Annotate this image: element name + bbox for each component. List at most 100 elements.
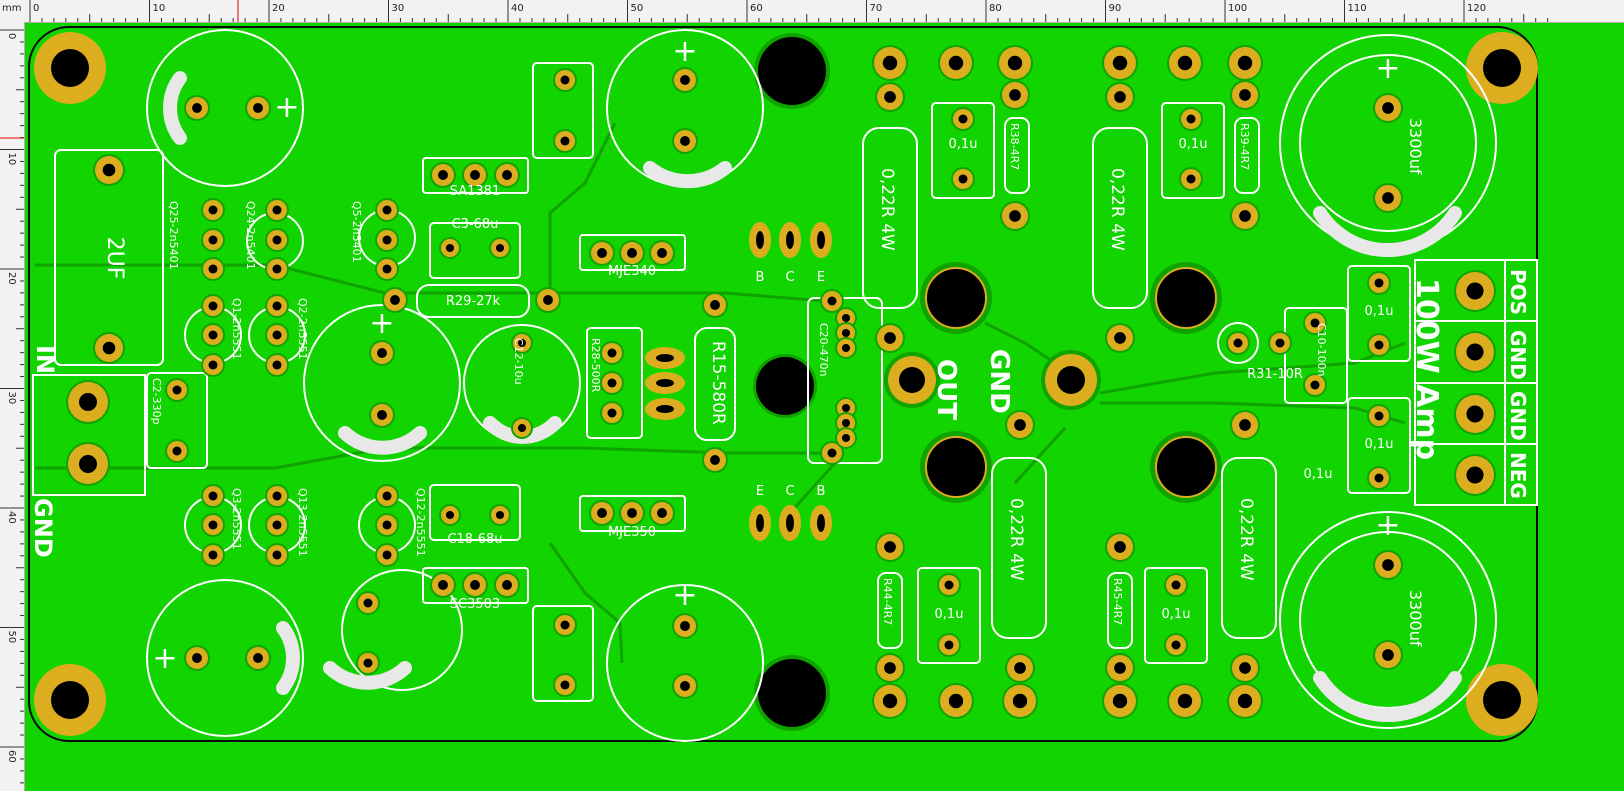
- pad-drill: [1237, 55, 1253, 71]
- plus-mark: +: [672, 34, 697, 69]
- pad-drill: [560, 620, 570, 630]
- ruler-tick-label: 80: [989, 3, 1002, 14]
- pad-drill: [1466, 282, 1484, 300]
- ruler-tick-label: 60: [6, 750, 17, 763]
- pad-drill: [79, 393, 97, 411]
- pad-drill: [172, 385, 182, 395]
- pad-drill: [438, 580, 448, 590]
- pad-drill: [1239, 419, 1251, 431]
- pad-drill: [1466, 466, 1484, 484]
- pad-drill: [377, 410, 387, 420]
- pad-drill: [470, 580, 480, 590]
- label-c10: C10-100n: [1315, 323, 1328, 377]
- polarity-plus-marks: + + + + + + +: [152, 34, 1400, 676]
- pad-drill: [1009, 210, 1021, 222]
- ruler-tick-label: 60: [750, 3, 763, 14]
- pad-drill: [1239, 662, 1251, 674]
- label-q3: Q3-2n5551: [230, 488, 243, 550]
- label-cap01-1: 0,1u: [949, 137, 978, 152]
- ruler-tick-label: 10: [153, 3, 166, 14]
- label-cap01-4: 0,1u: [1162, 607, 1191, 622]
- pad-drill: [272, 301, 282, 311]
- label-res-022-3: 0,22R 4W: [1006, 498, 1026, 581]
- pad-drill: [680, 75, 690, 85]
- pad-drill: [1374, 473, 1384, 483]
- pad-drill: [884, 91, 896, 103]
- pad-drill: [208, 205, 218, 215]
- label-q24: Q24-2n5401: [244, 201, 257, 270]
- label-pos: POS: [1506, 269, 1530, 315]
- pad-drill: [680, 681, 690, 691]
- pad-drill: [363, 658, 373, 668]
- pad-drill: [756, 514, 764, 532]
- pad-drill: [627, 508, 637, 518]
- pad-drill: [597, 508, 607, 518]
- pad-drill: [710, 455, 720, 465]
- pad-drill: [208, 264, 218, 274]
- pad-drill: [445, 510, 455, 520]
- pad-drill: [502, 170, 512, 180]
- output-star-pad: [884, 350, 1101, 410]
- pad-drill: [607, 378, 617, 388]
- pad-drill: [607, 408, 617, 418]
- pad-drill: [841, 313, 851, 323]
- ruler-tick-label: 0: [33, 3, 39, 14]
- silkscreen-labels: 2UF IN GND OUT GND POS GND GND NEG 100W …: [29, 118, 1530, 647]
- pad-drill: [1310, 318, 1320, 328]
- pad-drill: [208, 550, 218, 560]
- pad-drill: [495, 243, 505, 253]
- label-r15: R15-580R: [708, 341, 728, 425]
- label-2uf: 2UF: [102, 237, 127, 280]
- pad-drill: [438, 170, 448, 180]
- cap-polarity-bands: [163, 71, 1462, 723]
- plus-mark: +: [274, 90, 299, 125]
- pad-drill: [382, 550, 392, 560]
- pad-drill: [79, 455, 97, 473]
- label-q25: Q25-2n5401: [167, 201, 180, 270]
- label-pin-b-top: B: [756, 270, 765, 285]
- pad-drill: [944, 580, 954, 590]
- label-gnd-r2: GND: [1506, 391, 1530, 441]
- pad-drill: [1014, 662, 1026, 674]
- pad-drill: [817, 514, 825, 532]
- pad-drill: [882, 55, 898, 71]
- pad-drill: [1466, 343, 1484, 361]
- pad-drill: [680, 621, 690, 631]
- pad-drill: [597, 248, 607, 258]
- pad-drill: [1466, 405, 1484, 423]
- pad-drill: [272, 550, 282, 560]
- pad-drill: [208, 491, 218, 501]
- pad-drill: [1374, 278, 1384, 288]
- pad-drill: [1177, 55, 1193, 71]
- label-cap01-2: 0,1u: [1179, 137, 1208, 152]
- pad-drill: [382, 520, 392, 530]
- pad-drill: [1014, 419, 1026, 431]
- pad-drill: [208, 301, 218, 311]
- ruler-tick-label: 110: [1348, 3, 1367, 14]
- board-canvas[interactable]: + + + + + + + 2UF IN GND OUT GND POS GND…: [25, 23, 1624, 791]
- label-q2: Q2-2n5551: [296, 298, 309, 360]
- pad-drill: [786, 231, 794, 249]
- label-q1: Q1-2n5551: [230, 298, 243, 360]
- pad-drill: [841, 418, 851, 428]
- label-pin-c-top: C: [785, 270, 794, 285]
- label-q12: Q12-2n5551: [414, 488, 427, 557]
- pad-drill: [1114, 662, 1126, 674]
- label-res-022-1: 0,22R 4W: [877, 168, 897, 251]
- pad-drill: [1112, 55, 1128, 71]
- pcb-board[interactable]: + + + + + + + 2UF IN GND OUT GND POS GND…: [25, 23, 1624, 791]
- pad-drill: [1237, 693, 1253, 709]
- pad-drill: [656, 379, 674, 387]
- pad-drill: [272, 360, 282, 370]
- ruler-tick-label: 120: [1467, 3, 1486, 14]
- pad-drill: [517, 338, 527, 348]
- pad-drill: [948, 693, 964, 709]
- ruler-tick-label: 20: [6, 272, 17, 285]
- pad-drill: [817, 231, 825, 249]
- label-3300-top: 3300uf: [1406, 118, 1425, 175]
- pad-drill: [841, 328, 851, 338]
- pad-drill: [607, 348, 617, 358]
